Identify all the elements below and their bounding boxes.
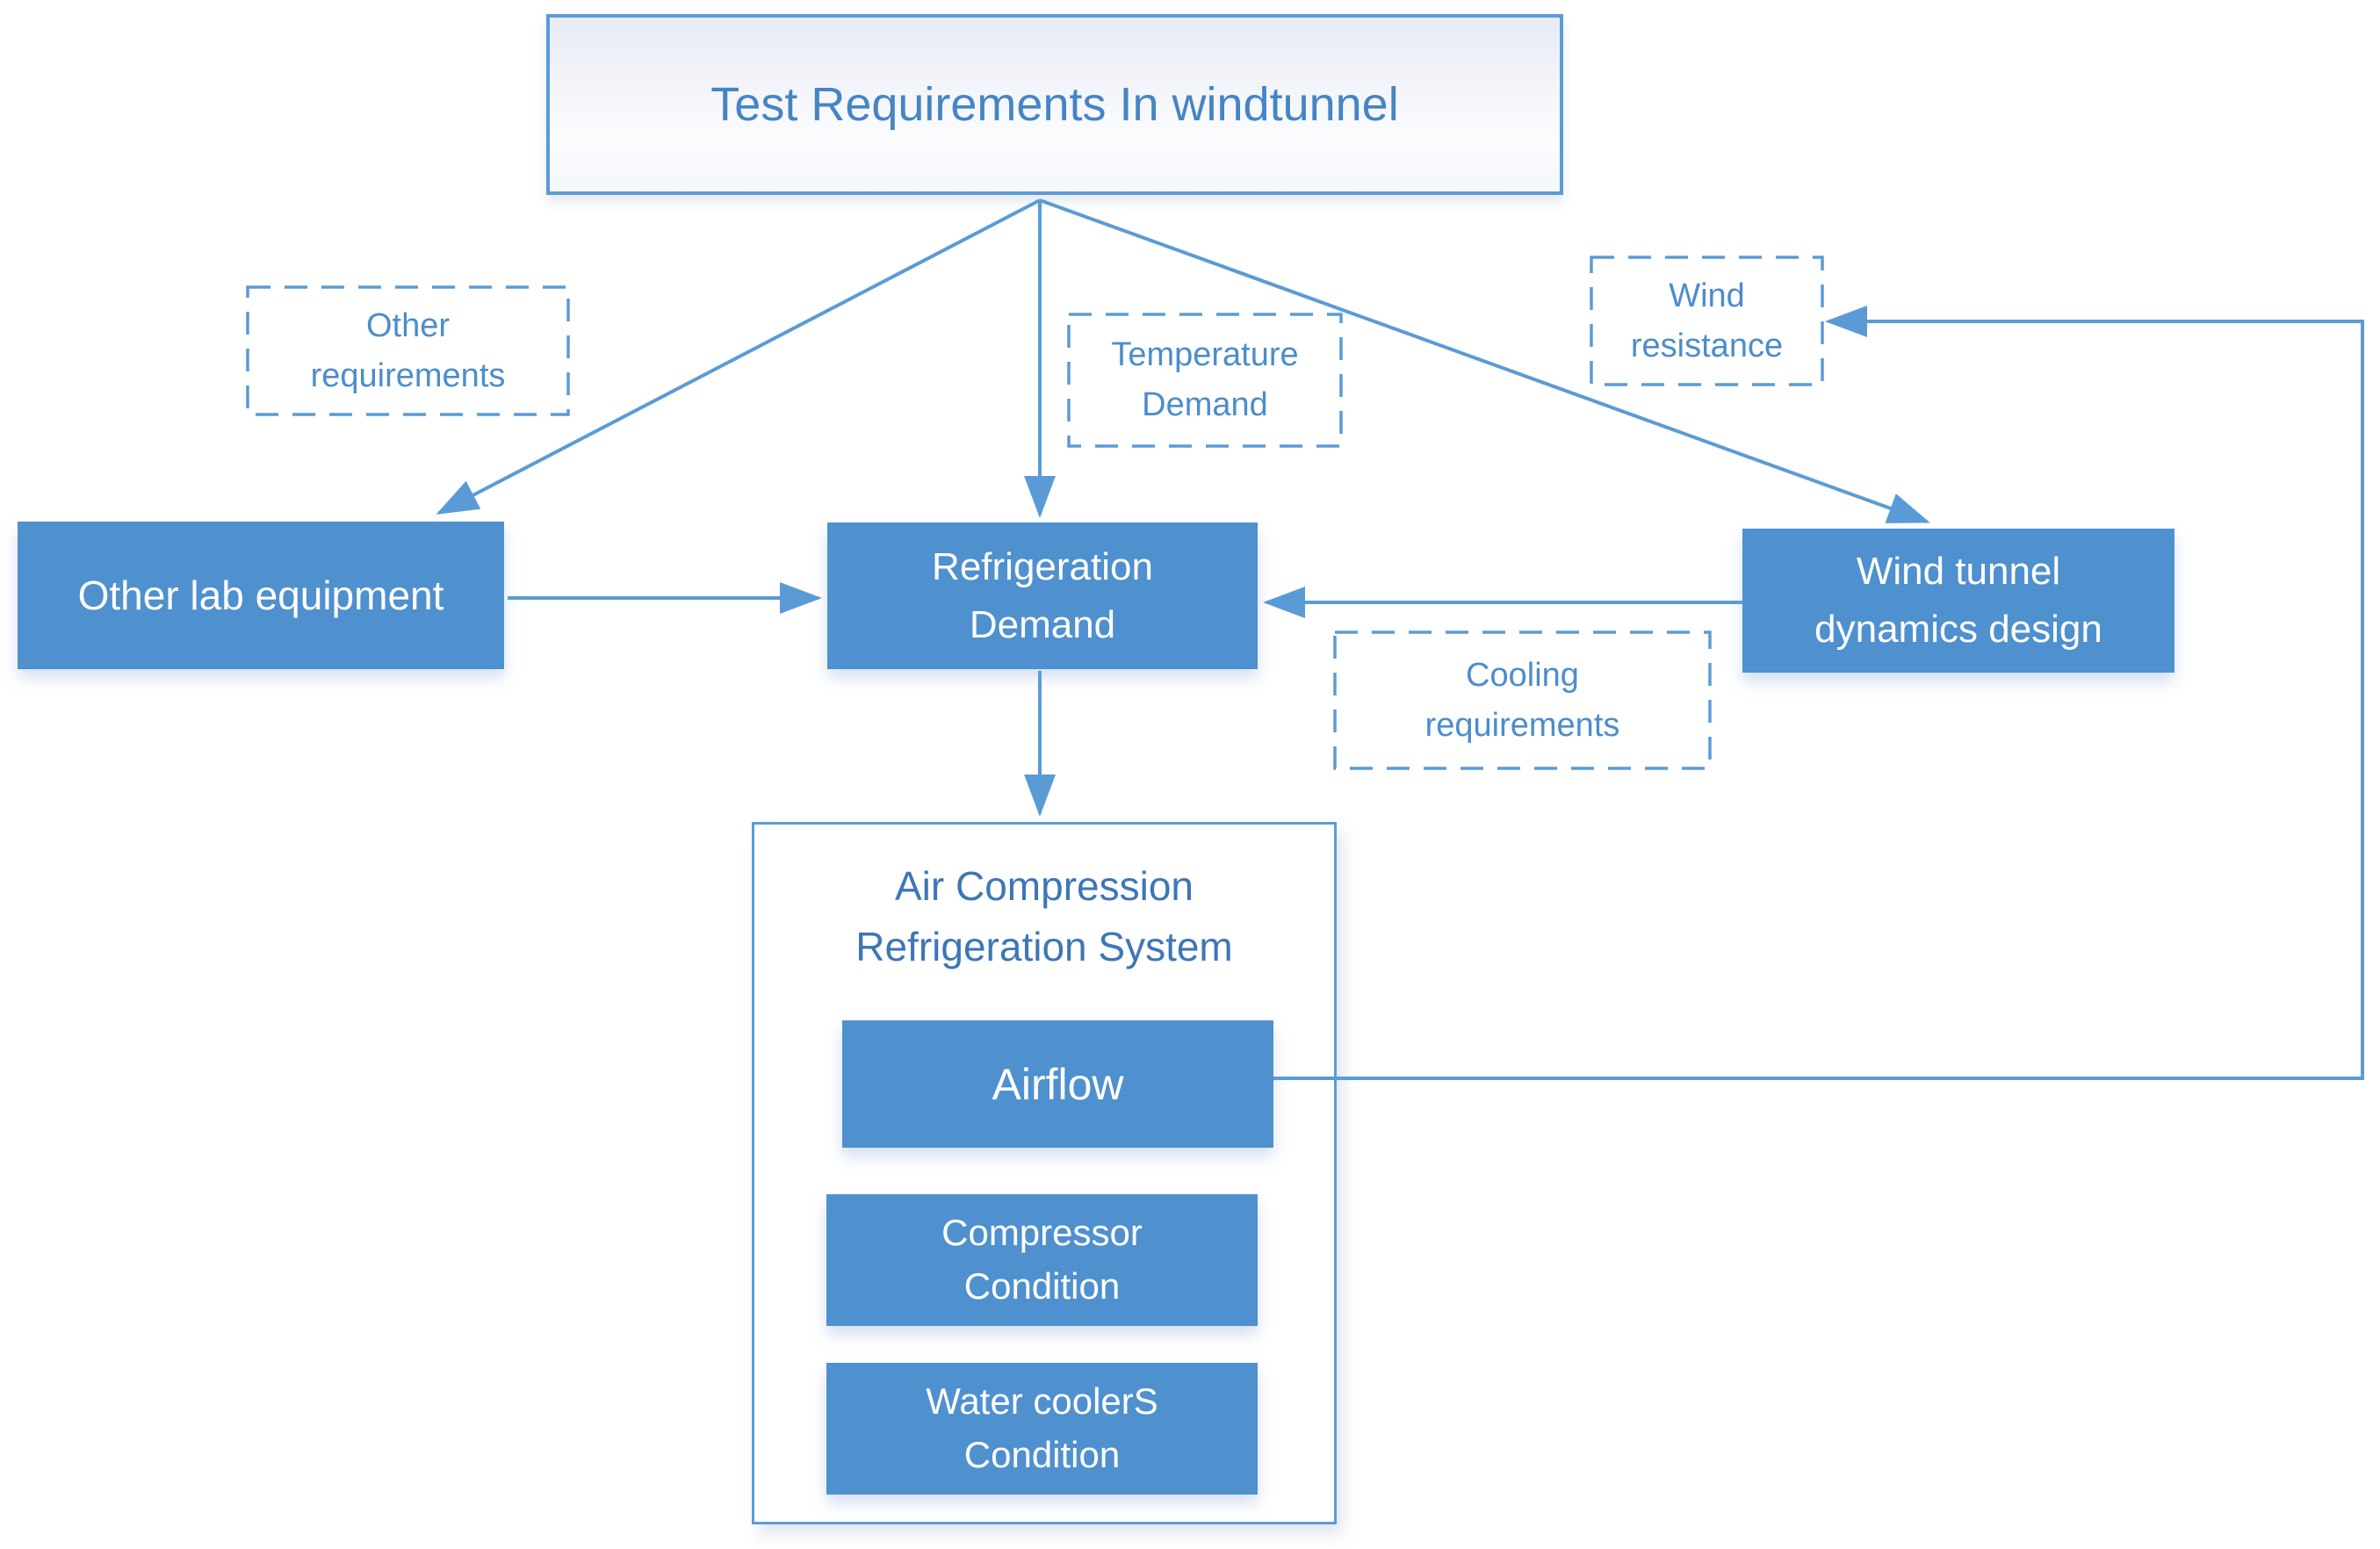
node-cooling-requirements-label: Cooling requirements [1424,656,1620,744]
node-other-requirements-label: Other requirements [310,306,506,394]
node-wind-resistance: Wind resistance [1591,257,1822,385]
node-other-requirements: Other requirements [248,287,568,414]
node-compressor-condition: Compressor Condition [826,1194,1258,1326]
node-water-coolers-condition-label: Water coolerS Condition [926,1380,1158,1475]
node-test-requirements: Test Requirements In windtunnel [546,14,1563,195]
node-other-lab-equipment: Other lab equipment [18,522,504,669]
node-airflow: Airflow [842,1020,1273,1148]
node-temperature-demand-label: Temperature Demand [1111,336,1299,423]
node-cooling-requirements: Cooling requirements [1335,632,1710,768]
node-air-compression-refrigeration-system-label: Air Compression Refrigeration System [855,863,1233,969]
node-wind-tunnel-dynamics-design: Wind tunnel dynamics design [1742,529,2174,673]
node-other-lab-equipment-label: Other lab equipment [77,572,444,618]
node-wind-tunnel-dynamics-design-label: Wind tunnel dynamics design [1814,550,2102,651]
node-compressor-condition-label: Compressor Condition [941,1212,1143,1307]
node-wind-resistance-label: Wind resistance [1630,277,1784,364]
node-airflow-label: Airflow [992,1059,1124,1109]
node-refrigeration-demand-label: Refrigeration Demand [932,544,1153,646]
node-temperature-demand: Temperature Demand [1069,314,1341,446]
node-water-coolers-condition: Water coolerS Condition [826,1363,1258,1495]
node-test-requirements-label: Test Requirements In windtunnel [710,78,1399,131]
node-refrigeration-demand: Refrigeration Demand [827,522,1258,669]
